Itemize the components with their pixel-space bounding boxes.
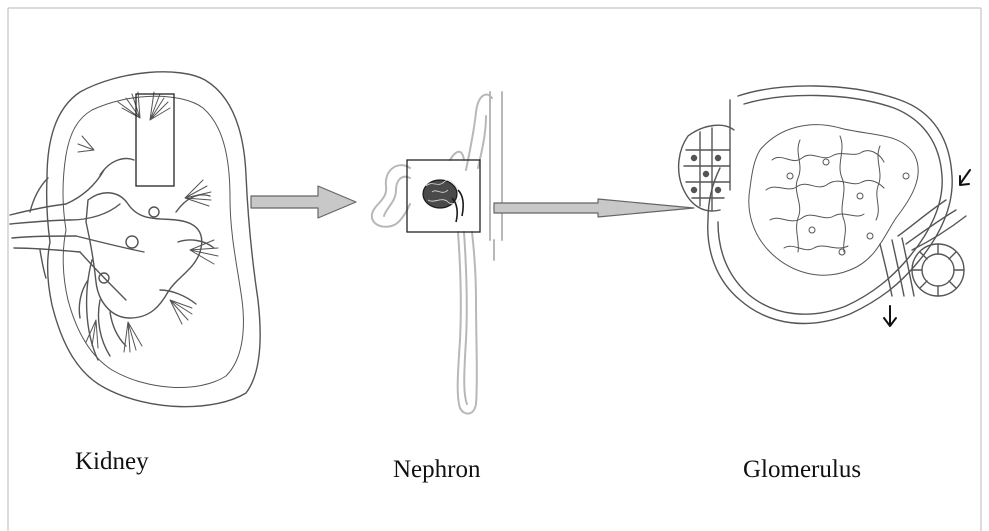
nephron-glomerulus-tuft — [423, 180, 463, 222]
flow-arrow-down-icon — [884, 306, 896, 326]
arrow-kidney-to-nephron — [251, 186, 356, 218]
kidney-label: Kidney — [75, 448, 149, 476]
bowmans-capsule — [708, 86, 952, 324]
nephron-label: Nephron — [393, 456, 480, 484]
flow-arrow-icon — [960, 170, 970, 185]
nephron-icon — [372, 92, 502, 414]
kidney-icon — [10, 72, 260, 407]
glomerulus-label: Glomerulus — [743, 456, 861, 484]
arrow-nephron-to-glomerulus — [494, 199, 694, 217]
glomerulus-icon — [679, 86, 966, 324]
